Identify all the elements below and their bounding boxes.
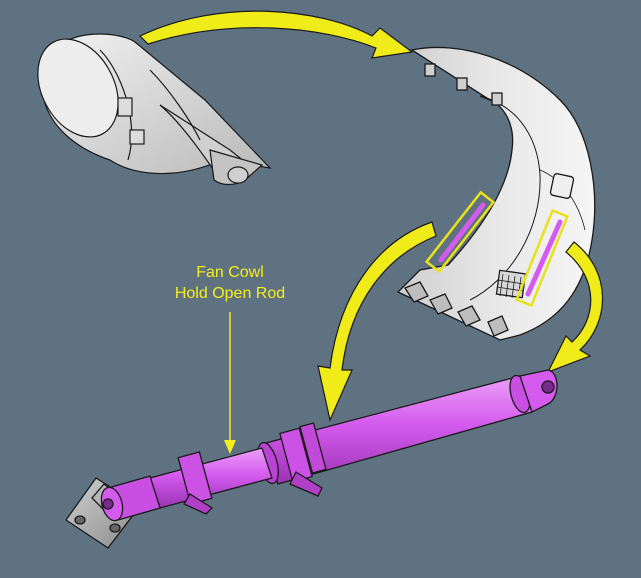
stowed-rod-right <box>514 208 570 308</box>
arrow-engine-to-panel <box>138 10 414 59</box>
callout-line-2: Hold Open Rod <box>174 285 286 302</box>
callout-label: Fan Cowl Hold Open Rod <box>150 262 310 304</box>
stowed-rod-left <box>424 190 496 274</box>
callout-line-1: Fan Cowl <box>196 264 264 281</box>
engine-nacelle <box>37 33 272 186</box>
fan-cowl-panel <box>396 46 596 341</box>
vent-grid <box>495 269 527 300</box>
hold-open-rod <box>100 369 558 522</box>
arrow-panel-to-rod-left <box>317 221 437 422</box>
arrow-panel-to-rod-right <box>546 241 604 374</box>
callout-leader <box>224 312 236 454</box>
